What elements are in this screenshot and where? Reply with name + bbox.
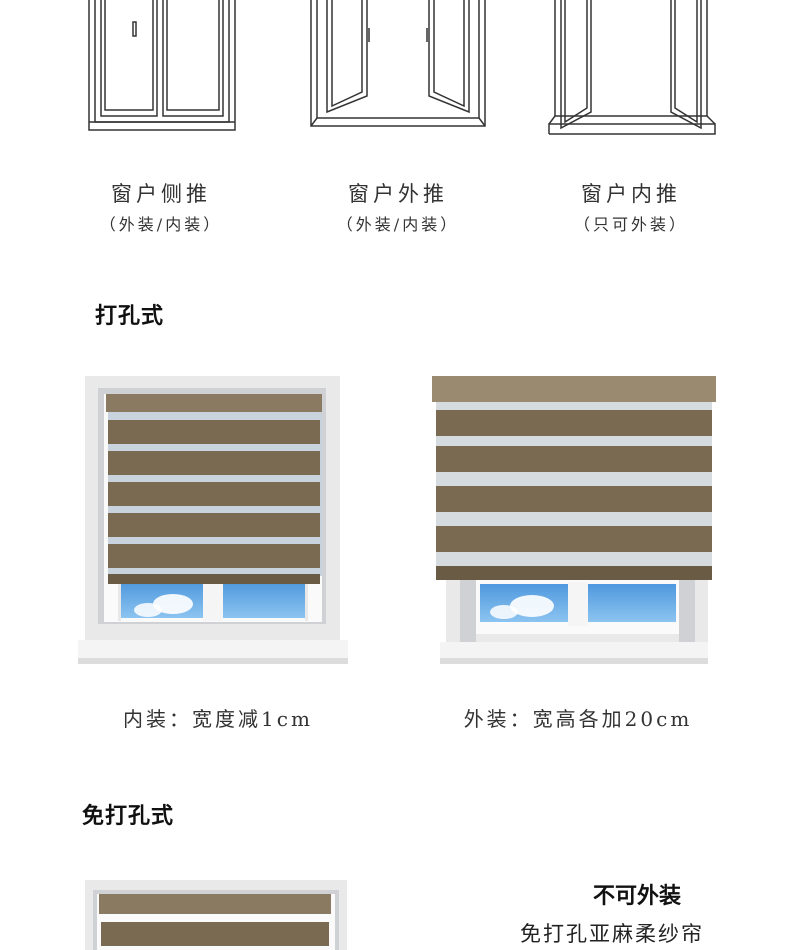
inward-push-window-drawing	[548, 0, 716, 135]
outside-mount-caption: 外装：宽高各加20cm	[463, 707, 693, 731]
section-title-no-drill: 免打孔式	[82, 804, 175, 829]
window-type-note: （外装/内装）	[336, 215, 460, 234]
window-type-title: 窗户外推	[348, 182, 448, 206]
outward-push-window-drawing	[310, 0, 486, 127]
outside-mount-blind-photo	[432, 376, 716, 664]
side-push-window-drawing	[88, 0, 236, 131]
section-title-drilled: 打孔式	[95, 304, 165, 329]
window-type-title: 窗户侧推	[111, 182, 211, 206]
no-drill-blind-photo	[85, 880, 347, 950]
product-subheading: 免打孔亚麻柔纱帘	[520, 922, 704, 946]
inside-mount-caption: 内装：宽度减1cm	[123, 707, 313, 731]
window-type-title: 窗户内推	[581, 182, 681, 206]
no-outside-mount-heading: 不可外装	[593, 884, 682, 909]
inside-mount-blind-photo	[78, 376, 348, 664]
window-type-note: （外装/内装）	[99, 215, 223, 234]
window-type-note: （只可外装）	[573, 215, 688, 234]
